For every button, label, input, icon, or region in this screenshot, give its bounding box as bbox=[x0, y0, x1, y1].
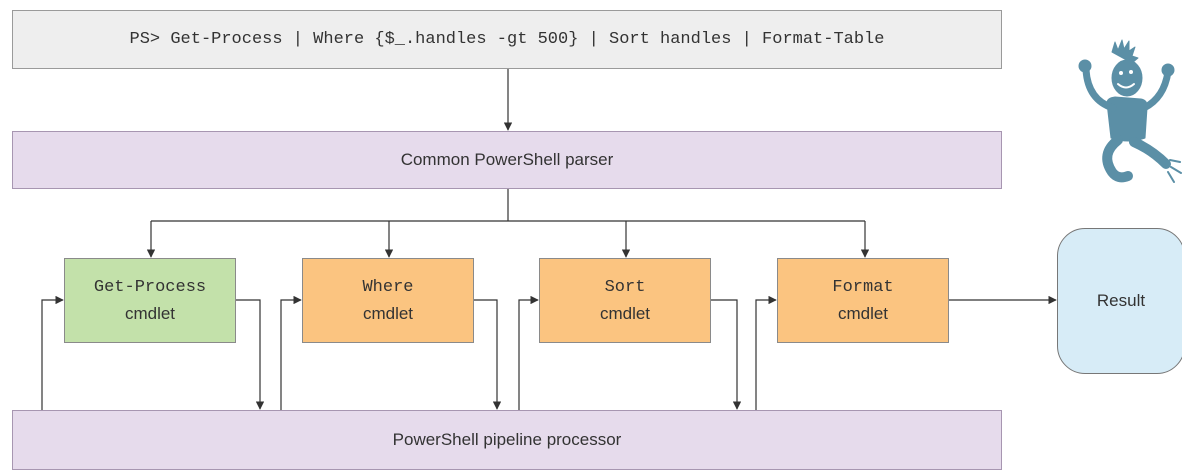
jumping-person-mascot-icon bbox=[1078, 39, 1182, 183]
get-process-cmdlet-box: Get-Process cmdlet bbox=[64, 258, 236, 343]
sort-cmdlet-box: Sort cmdlet bbox=[539, 258, 711, 343]
parser-label: Common PowerShell parser bbox=[400, 150, 614, 169]
cmdlet-name: Format bbox=[832, 277, 894, 297]
processor-to-where-arrow bbox=[280, 295, 302, 410]
sort-output-arrow bbox=[711, 299, 742, 410]
format-cmdlet-box: Format cmdlet bbox=[777, 258, 949, 343]
result-box: Result bbox=[1057, 228, 1182, 374]
processor-to-sort-arrow bbox=[518, 295, 539, 410]
where-cmdlet-box: Where cmdlet bbox=[302, 258, 474, 343]
where-output-arrow bbox=[474, 299, 502, 410]
cmdlet-name: Sort bbox=[604, 277, 646, 297]
parser-box: Common PowerShell parser bbox=[12, 131, 1002, 189]
processor-label: PowerShell pipeline processor bbox=[392, 430, 622, 449]
command-line: PS> Get-Process | Where {$_.handles -gt … bbox=[12, 10, 1002, 69]
processor-to-format-arrow bbox=[755, 295, 777, 410]
command-text: PS> Get-Process | Where {$_.handles -gt … bbox=[129, 30, 885, 49]
pipeline-processor-box: PowerShell pipeline processor bbox=[12, 410, 1002, 470]
cmdlet-name: Where bbox=[362, 277, 414, 297]
result-label: Result bbox=[1096, 291, 1146, 310]
cmdlet-kind: cmdlet bbox=[362, 303, 414, 323]
cmdlet-kind: cmdlet bbox=[124, 303, 176, 323]
cmdlet-kind: cmdlet bbox=[837, 303, 889, 323]
cmdlet-kind: cmdlet bbox=[599, 303, 651, 323]
processor-to-get-process-arrow bbox=[41, 295, 64, 410]
get-process-output-arrow bbox=[236, 299, 265, 410]
cmdlet-name: Get-Process bbox=[93, 277, 207, 297]
